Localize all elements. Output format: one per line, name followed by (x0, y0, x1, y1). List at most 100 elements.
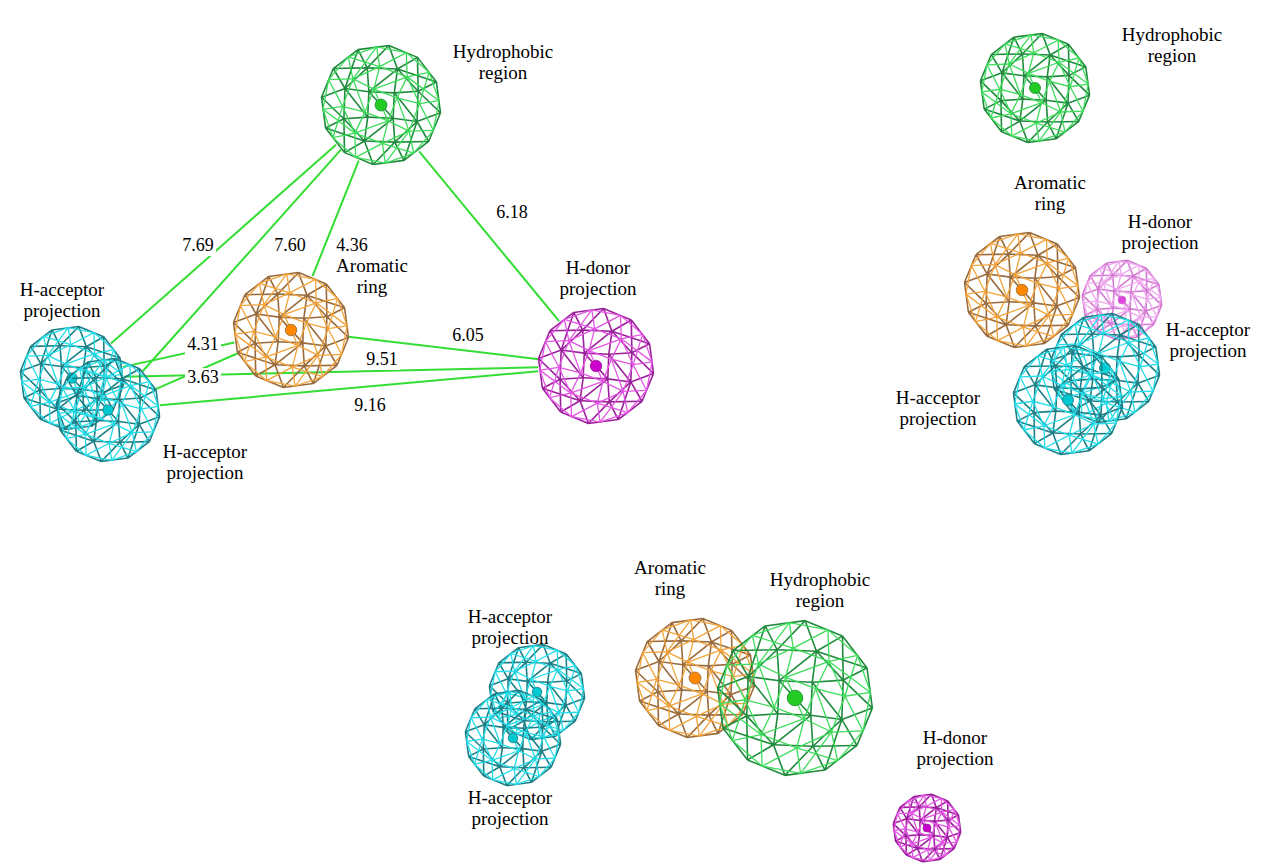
wire-stroke (507, 725, 518, 750)
wire-stroke (732, 700, 745, 741)
wire-stroke (745, 664, 758, 700)
feature-center (285, 324, 297, 336)
wire-stroke (132, 409, 141, 433)
wire-stroke (1070, 87, 1083, 111)
wire-stroke (353, 79, 374, 89)
wire-stroke (949, 826, 960, 828)
feature-label: H-donor projection (543, 257, 653, 300)
wire-stroke (365, 89, 374, 112)
wire-stroke (1061, 112, 1065, 132)
feature-sphere: Aromatic ring (964, 232, 1080, 348)
wire-stroke (1037, 283, 1059, 289)
wire-stroke (923, 806, 926, 819)
wire-stroke (397, 98, 419, 104)
feature-label: Aromatic ring (322, 255, 422, 298)
wire-stroke (1083, 374, 1092, 393)
distance-value: 3.63 (185, 368, 221, 388)
wire-stroke (316, 303, 347, 326)
wire-stroke (85, 416, 94, 434)
wire-stroke (1007, 275, 1016, 297)
wire-stroke (244, 331, 253, 361)
wire-stroke (597, 403, 600, 422)
wire-stroke (1103, 283, 1117, 290)
wire-stroke (544, 737, 555, 758)
wire-stroke (991, 118, 1012, 136)
wire-stroke (998, 341, 1027, 346)
wire-stroke (510, 692, 534, 697)
wire-stroke (533, 696, 551, 712)
wire-stroke (491, 692, 510, 717)
wire-stroke (514, 769, 516, 785)
wire-stroke (936, 824, 949, 827)
wire-stroke (109, 424, 114, 443)
wire-stroke (571, 393, 598, 403)
wire-stroke (22, 382, 50, 403)
wire-stroke (377, 47, 380, 67)
wire-stroke (797, 748, 801, 774)
wire-stroke (1061, 87, 1070, 112)
wire-stroke (1075, 324, 1104, 333)
wire-stroke (259, 283, 289, 292)
wire-stroke (374, 89, 388, 121)
wire-stroke (1148, 278, 1154, 299)
wire-stroke (611, 339, 621, 359)
wire-stroke (912, 844, 914, 858)
wire-stroke (385, 131, 409, 163)
wire-stroke (1070, 84, 1088, 87)
wire-stroke (535, 759, 539, 777)
wire-stroke (85, 434, 109, 443)
wire-stroke (669, 706, 697, 716)
wire-stroke (58, 411, 75, 414)
wire-stroke (702, 671, 711, 694)
wire-stroke (1034, 40, 1058, 53)
wire-stroke (816, 689, 845, 697)
wire-stroke (94, 333, 114, 350)
wire-stroke (1046, 239, 1068, 258)
wire-stroke (493, 769, 514, 780)
wire-stroke (84, 387, 102, 396)
wire-stroke (1103, 396, 1121, 399)
wire-stroke (900, 847, 913, 858)
wire-stroke (534, 712, 552, 716)
wire-stroke (628, 390, 647, 412)
wire-stroke (407, 72, 429, 77)
wire-stroke (913, 850, 928, 858)
wire-stroke (354, 133, 356, 157)
wire-stroke (1009, 35, 1031, 64)
wire-stroke (264, 305, 284, 315)
wire-stroke (94, 396, 102, 416)
wire-stroke (536, 650, 557, 661)
wire-stroke (549, 393, 570, 397)
wire-stroke (936, 812, 942, 824)
wire-stroke (998, 327, 1024, 341)
wire-stroke (66, 345, 71, 364)
feature-center (1118, 296, 1126, 304)
wire-stroke (482, 717, 490, 739)
wire-stroke (235, 306, 240, 335)
wire-stroke (928, 850, 946, 856)
wire-stroke (699, 704, 723, 736)
wire-stroke (711, 650, 721, 671)
wire-stroke (1049, 289, 1059, 316)
wire-stroke (1057, 324, 1075, 345)
wire-stroke (109, 443, 136, 451)
wire-stroke (1069, 435, 1072, 453)
wire-stroke (1015, 404, 1044, 426)
wire-stroke (290, 279, 316, 293)
wire-stroke (1024, 430, 1045, 448)
wire-stroke (506, 671, 514, 693)
wire-stroke (670, 730, 700, 736)
wire-stroke (1049, 315, 1053, 336)
wire-stroke (1011, 95, 1020, 114)
wire-stroke (925, 795, 942, 798)
feature-label: H-acceptor projection (460, 787, 560, 830)
wire-stroke (761, 735, 797, 748)
wire-stroke (27, 336, 44, 356)
wire-stroke (943, 827, 949, 843)
wire-stroke (512, 696, 533, 707)
wire-stroke (235, 331, 254, 334)
wire-stroke (1120, 342, 1129, 361)
wire-stroke (931, 824, 936, 837)
wire-stroke (1000, 64, 1009, 89)
wire-stroke (306, 303, 316, 323)
